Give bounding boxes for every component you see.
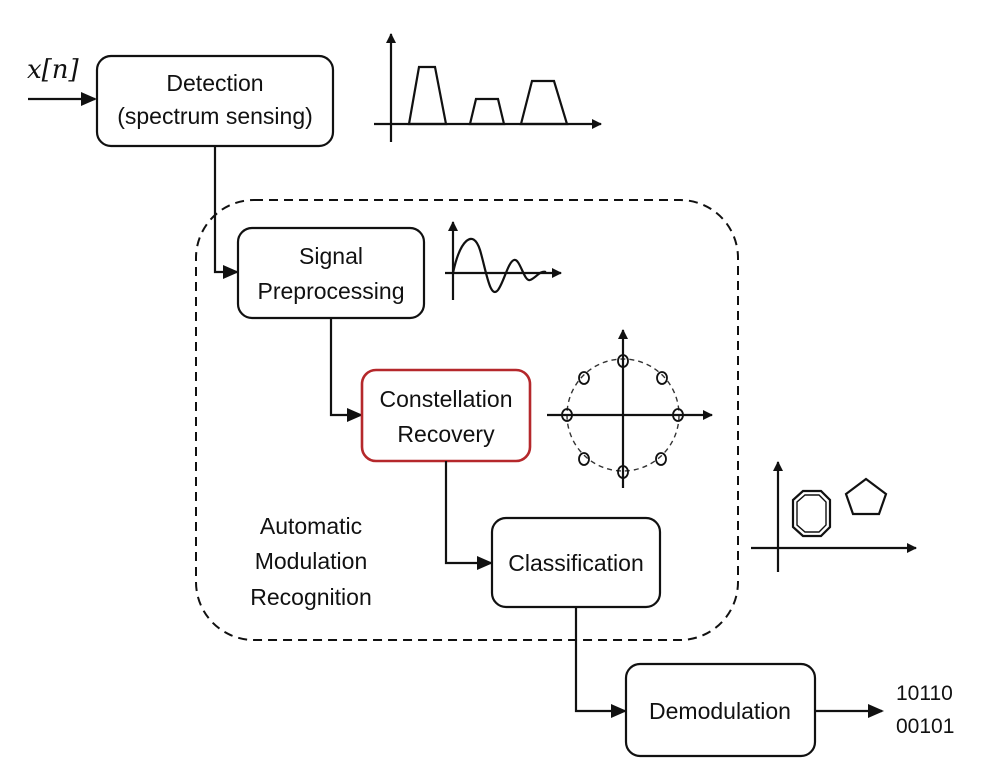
spectrum-plot-icon — [374, 33, 602, 142]
classification-to-demodulation-arrow — [574, 607, 627, 718]
shape-classes-plot-icon — [751, 461, 917, 572]
amr-group-label: Automatic Modulation Recognition — [250, 513, 371, 610]
octagon-shape — [791, 489, 832, 538]
output-bits-line1: 10110 — [896, 682, 953, 705]
preprocessing-label-line2: Preprocessing — [257, 278, 404, 304]
output-bits-line2: 00101 — [896, 715, 954, 738]
preprocessing-label-line1: Signal — [299, 243, 363, 269]
detection-block: Detection (spectrum sensing) — [95, 54, 335, 148]
amr-label-line1: Automatic — [260, 513, 362, 539]
input-signal-label: x[n] — [27, 55, 80, 85]
demodulation-label: Demodulation — [649, 698, 791, 724]
constellation-label-line2: Recovery — [397, 421, 495, 447]
constellation-to-classification-arrow — [444, 461, 493, 570]
octagon-inner-shape — [796, 494, 827, 533]
signal-preprocessing-block: Signal Preprocessing — [236, 226, 426, 320]
detection-label-line2: (spectrum sensing) — [117, 103, 313, 129]
classification-label: Classification — [508, 550, 644, 576]
amr-group-boundary — [195, 199, 739, 641]
constellation-label-line1: Constellation — [380, 386, 513, 412]
amr-label-line2: Modulation — [255, 548, 368, 574]
amr-label-line3: Recognition — [250, 584, 371, 610]
waveform-plot-icon — [445, 221, 562, 300]
pentagon-shape — [844, 477, 888, 516]
constellation-plot-icon — [547, 329, 713, 488]
preprocessing-to-constellation-arrow — [329, 318, 363, 422]
classification-block: Classification — [490, 516, 662, 609]
detection-label-line1: Detection — [166, 70, 263, 96]
detection-to-preprocessing-arrow — [213, 146, 239, 279]
demodulation-block: Demodulation — [624, 662, 817, 758]
constellation-recovery-block: Constellation Recovery — [360, 368, 532, 463]
